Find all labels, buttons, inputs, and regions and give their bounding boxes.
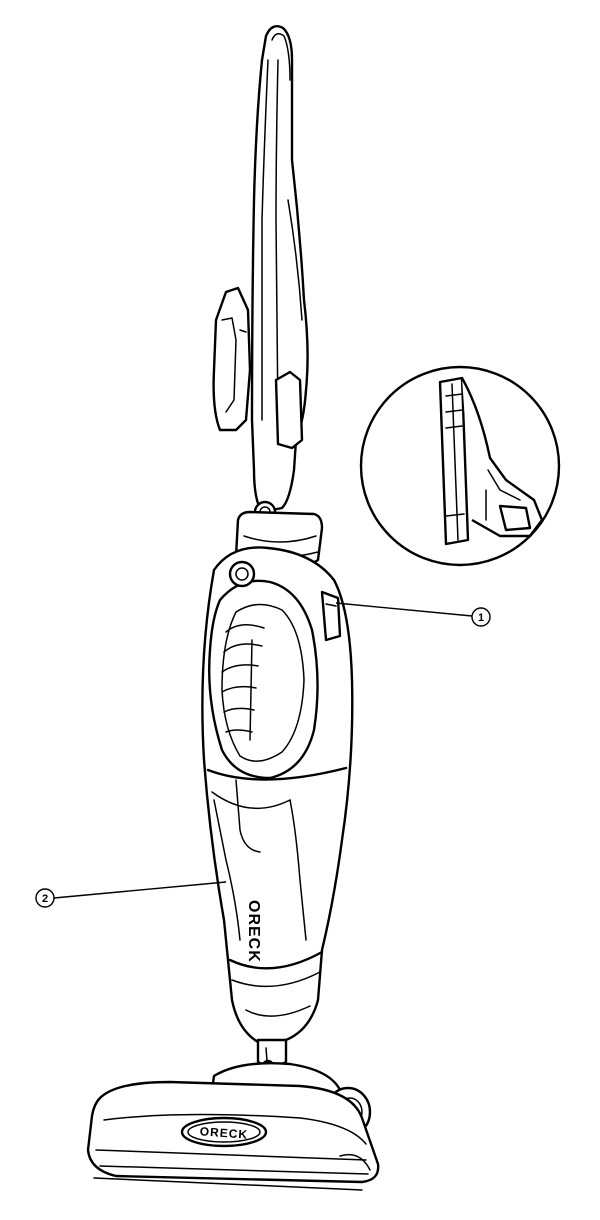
callout-2-label: 2 bbox=[42, 893, 48, 905]
callout-1: 1 bbox=[335, 602, 491, 627]
release-button bbox=[320, 590, 342, 642]
handle-clip bbox=[274, 370, 304, 450]
vacuum-body: ORECK bbox=[201, 546, 354, 1044]
handle-trigger bbox=[212, 286, 252, 432]
callout-2: 2 bbox=[35, 881, 227, 908]
body-shell bbox=[201, 546, 354, 1044]
detail-view bbox=[359, 365, 561, 567]
body-logo: ORECK bbox=[245, 900, 262, 963]
handle bbox=[212, 25, 309, 524]
callout-1-leader bbox=[335, 602, 473, 617]
nozzle-logo: ORECK bbox=[199, 1124, 248, 1141]
power-button bbox=[228, 560, 256, 588]
floor-nozzle: ORECK bbox=[86, 1062, 380, 1191]
callout-1-label: 1 bbox=[478, 612, 484, 624]
nozzle-logo-badge bbox=[180, 1116, 268, 1148]
body-handle-opening bbox=[208, 579, 319, 780]
callout-2-leader bbox=[53, 881, 227, 899]
